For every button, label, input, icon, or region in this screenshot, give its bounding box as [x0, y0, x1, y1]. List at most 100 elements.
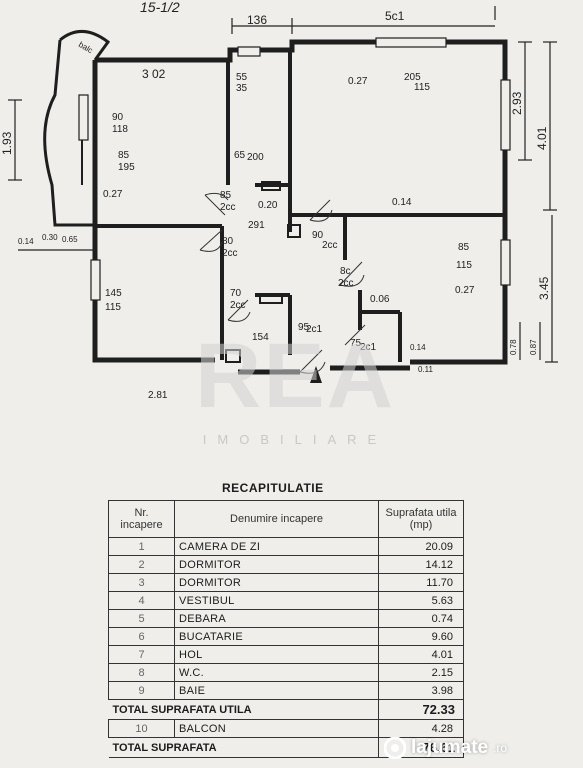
svg-text:55: 55 — [236, 72, 248, 83]
north-arrow-icon — [310, 366, 322, 383]
svg-text:195: 195 — [118, 162, 135, 173]
bottom-dimension: 2.81 — [148, 390, 168, 401]
svg-text:70: 70 — [230, 288, 242, 299]
plan-header-number: 15-1/2 — [140, 0, 180, 15]
room-width-label: 3 02 — [142, 67, 166, 81]
row-name: HOL — [174, 645, 379, 664]
left-dimension — [8, 99, 95, 251]
svg-text:0.14: 0.14 — [410, 343, 426, 352]
row-nr: 9 — [108, 681, 175, 700]
svg-text:0.27: 0.27 — [103, 189, 123, 200]
header-nr: Nr. incapere — [108, 500, 175, 538]
misc-dimensions: 0.27 0.27 0.20 0.14 0.27 0.06 291 154 0.… — [18, 76, 475, 374]
row-area: 9.60 — [378, 627, 464, 646]
row-area: 0.74 — [378, 609, 464, 628]
balcony-label: balc — [77, 40, 94, 55]
svg-text:0.14: 0.14 — [18, 237, 34, 246]
row-name: DORMITOR — [174, 573, 379, 592]
windows — [78, 37, 511, 301]
svg-text:200: 200 — [247, 152, 264, 163]
svg-text:95: 95 — [298, 322, 310, 333]
total-useful-value: 72.33 — [378, 699, 464, 720]
svg-text:0.65: 0.65 — [62, 235, 78, 244]
fixtures — [225, 181, 301, 363]
svg-text:115: 115 — [456, 260, 472, 271]
row-nr: 1 — [108, 537, 175, 556]
watermark-logo: REA — [194, 325, 396, 427]
recap-title: RECAPITULATIE — [222, 481, 324, 495]
outer-walls — [92, 39, 508, 375]
recap-table: Nr. incapere Denumire incapere Suprafata… — [108, 500, 464, 758]
row-area: 4.01 — [378, 645, 464, 664]
right-dim-1: 2.93 — [510, 91, 524, 115]
svg-text:0.30: 0.30 — [42, 233, 58, 242]
right-dimensions — [518, 41, 558, 363]
svg-text:85: 85 — [458, 242, 470, 253]
row-area: 2.15 — [378, 663, 464, 682]
svg-text:2cc: 2cc — [322, 240, 338, 251]
door-labels: 55 35 90 118 85 195 65 200 85 2cc 80 2cc… — [105, 72, 472, 353]
door-swings — [199, 192, 366, 374]
svg-text:90: 90 — [312, 230, 324, 241]
total-useful-label: TOTAL SUPRAFATA UTILA — [108, 699, 379, 720]
row-area: 5.63 — [378, 591, 464, 610]
svg-text:0.27: 0.27 — [455, 285, 475, 296]
total-value: 76.61 — [378, 737, 464, 758]
svg-text:2c1: 2c1 — [306, 324, 323, 335]
brand-logo-icon — [384, 737, 406, 759]
svg-text:8c: 8c — [340, 266, 351, 277]
top-dimension — [231, 6, 496, 34]
row-nr: 8 — [108, 663, 175, 682]
recap-header-row: Nr. incapere Denumire incapere Suprafata… — [108, 500, 464, 538]
balcony-row: 10 BALCON 4.28 — [108, 719, 464, 738]
row-area: 20.09 — [378, 537, 464, 556]
row-nr: 6 — [108, 627, 175, 646]
svg-text:85: 85 — [220, 190, 232, 201]
svg-text:2c1: 2c1 — [360, 342, 377, 353]
row-area: 14.12 — [378, 555, 464, 574]
svg-text:0.27: 0.27 — [348, 76, 368, 87]
row-nr: 5 — [108, 609, 175, 628]
svg-text:0.06: 0.06 — [370, 294, 390, 305]
svg-text:75: 75 — [350, 338, 362, 349]
total-label: TOTAL SUPRAFATA — [108, 737, 379, 758]
row-name: VESTIBUL — [174, 591, 379, 610]
watermark-subtitle: IMOBILIARE — [202, 432, 388, 447]
svg-text:145: 145 — [105, 288, 122, 299]
svg-text:115: 115 — [105, 302, 121, 313]
svg-text:2cc: 2cc — [338, 278, 354, 289]
right-dim-3: 3.45 — [537, 276, 551, 300]
row-name: BAIE — [174, 681, 379, 700]
top-dim-2: 5c1 — [385, 9, 405, 23]
svg-text:0.20: 0.20 — [258, 200, 278, 211]
right-dim-4: 0.78 — [509, 339, 518, 355]
svg-text:2cc: 2cc — [222, 248, 238, 259]
row-name: BUCATARIE — [174, 627, 379, 646]
header-name: Denumire incapere — [174, 500, 379, 538]
svg-text:205: 205 — [404, 72, 421, 83]
svg-text:65: 65 — [234, 150, 246, 161]
balcony-nr: 10 — [108, 719, 175, 738]
row-nr: 4 — [108, 591, 175, 610]
top-dim-1: 136 — [247, 13, 267, 27]
total-row: TOTAL SUPRAFATA 76.61 — [108, 737, 464, 758]
row-area: 3.98 — [378, 681, 464, 700]
row-nr: 3 — [108, 573, 175, 592]
interior-walls — [95, 50, 505, 362]
site-watermark: lajumate .ro — [384, 734, 579, 762]
svg-text:80: 80 — [222, 236, 234, 247]
svg-text:0.11: 0.11 — [418, 365, 434, 374]
svg-text:0.14: 0.14 — [392, 197, 412, 208]
right-dim-2: 4.01 — [535, 126, 549, 150]
brand-name: lajumate — [411, 737, 489, 758]
svg-text:291: 291 — [248, 220, 265, 231]
brand-domain: .ro — [493, 741, 508, 755]
